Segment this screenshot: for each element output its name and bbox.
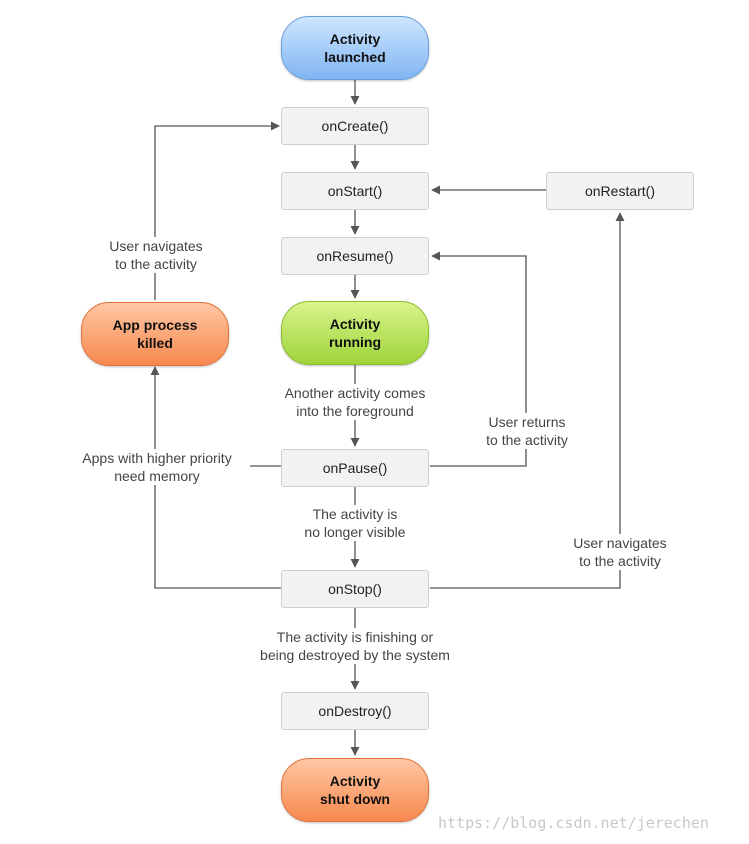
another-activity-label: Another activity comes into the foregrou… (270, 384, 440, 420)
activity-shut-down-state: Activity shut down (281, 758, 429, 822)
arrow-killed-to-create (154, 121, 280, 300)
activity-launched-label: Activity launched (324, 31, 386, 65)
arrow-stop-to-restart (430, 212, 625, 589)
on-start-box: onStart() (281, 172, 429, 210)
app-process-killed-label: App process killed (112, 317, 198, 351)
on-stop-box: onStop() (281, 570, 429, 608)
on-resume-box: onResume() (281, 237, 429, 275)
watermark-text: https://blog.csdn.net/jerechen (438, 814, 709, 832)
user-navigates-right-label: User navigates to the activity (561, 534, 679, 570)
finishing-label: The activity is finishing or being destr… (247, 628, 463, 664)
arrow-stop-to-killed (150, 366, 281, 589)
activity-running-state: Activity running (281, 301, 429, 365)
user-returns-label: User returns to the activity (473, 413, 581, 449)
on-create-box: onCreate() (281, 107, 429, 145)
user-navigates-left-label: User navigates to the activity (97, 237, 215, 273)
no-longer-visible-label: The activity is no longer visible (290, 505, 420, 541)
on-destroy-box: onDestroy() (281, 692, 429, 730)
on-restart-box: onRestart() (546, 172, 694, 210)
app-process-killed-state: App process killed (81, 302, 229, 366)
higher-priority-label: Apps with higher priority need memory (64, 449, 250, 485)
activity-running-label: Activity running (328, 316, 382, 350)
arrow-pause-to-resume (430, 251, 527, 467)
activity-launched-state: Activity launched (281, 16, 429, 80)
on-pause-box: onPause() (281, 449, 429, 487)
activity-shut-down-label: Activity shut down (320, 773, 390, 807)
